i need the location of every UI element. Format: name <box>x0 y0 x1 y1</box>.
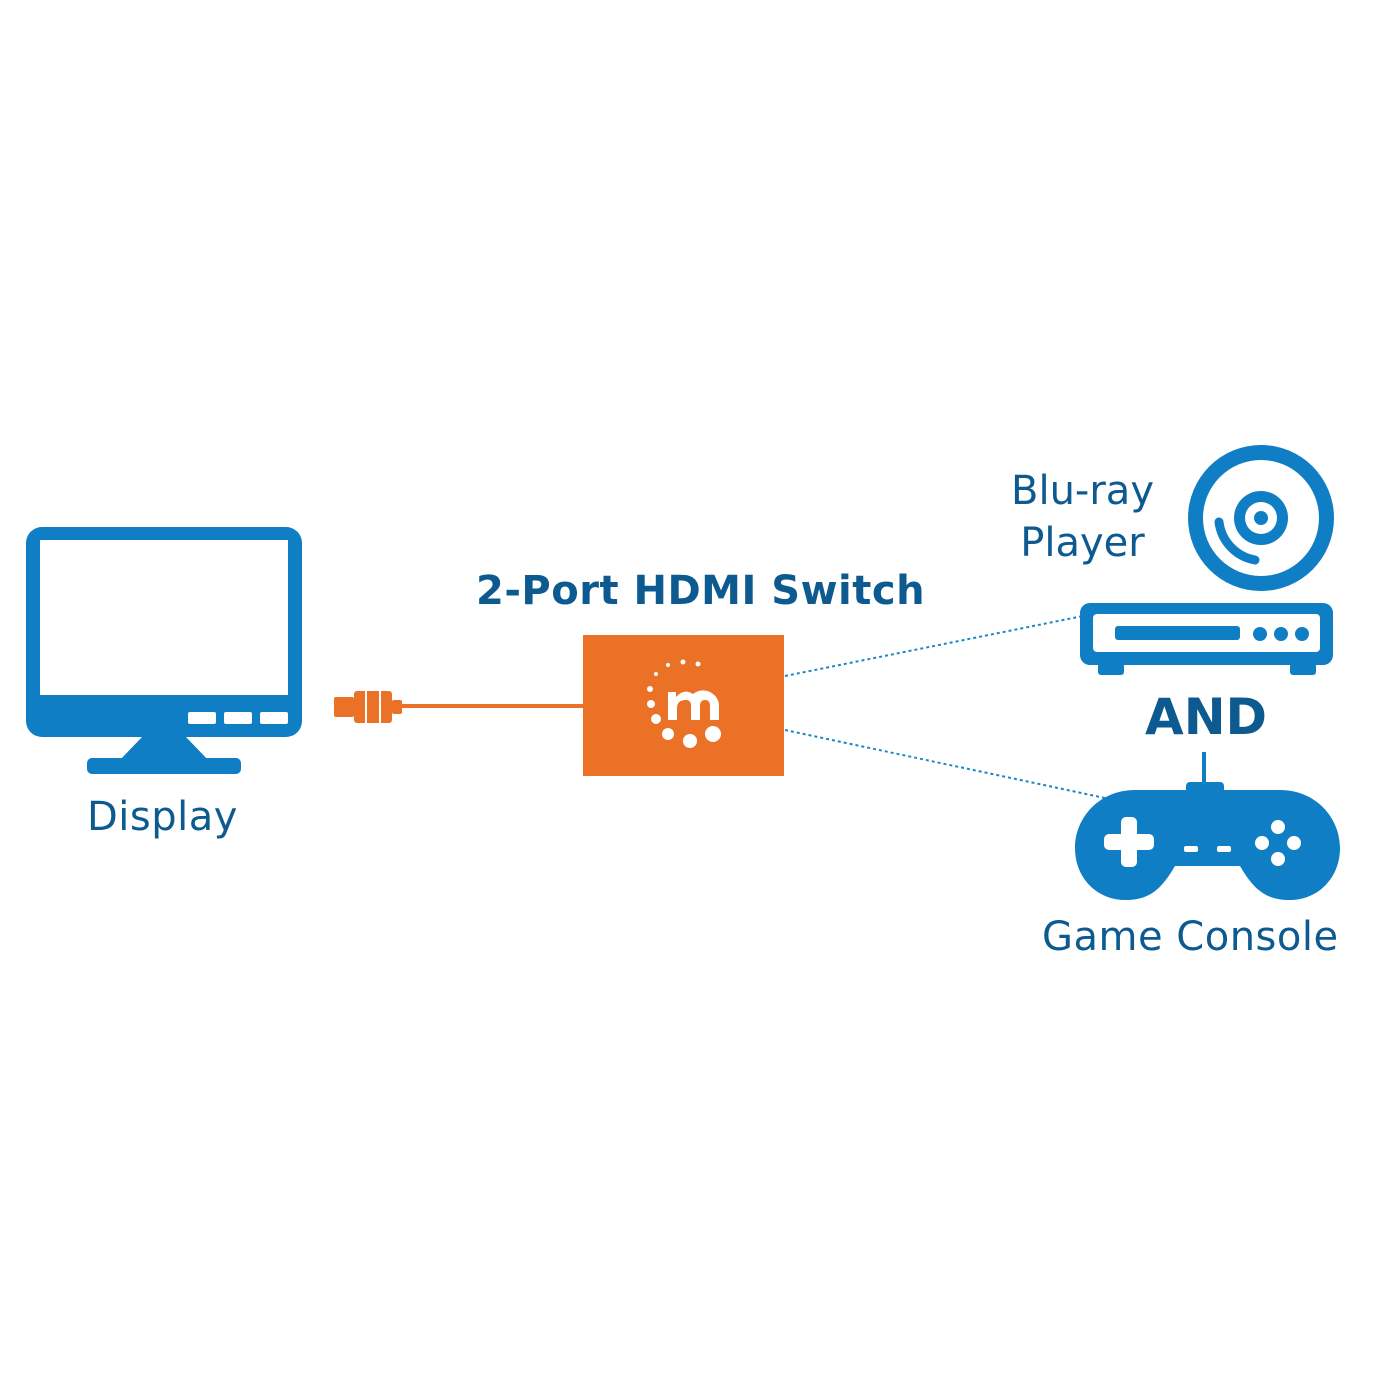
bluray-player-label: Blu-ray Player <box>1011 468 1154 566</box>
game-console-label: Game Console <box>1042 914 1339 960</box>
display-label: Display <box>87 794 238 840</box>
manhattan-logo-icon <box>647 659 721 748</box>
disc-icon <box>1188 445 1334 591</box>
monitor-icon <box>26 527 302 774</box>
gamepad-icon <box>1075 752 1340 900</box>
bluray-player-icon <box>1080 603 1333 675</box>
connection-line-console <box>784 729 1106 799</box>
connection-line-bluray <box>784 615 1084 677</box>
switch-label: 2-Port HDMI Switch <box>476 568 926 614</box>
and-label: AND <box>1145 688 1268 746</box>
hdmi-cable-icon <box>334 691 585 723</box>
hdmi-switch-box <box>583 635 784 776</box>
